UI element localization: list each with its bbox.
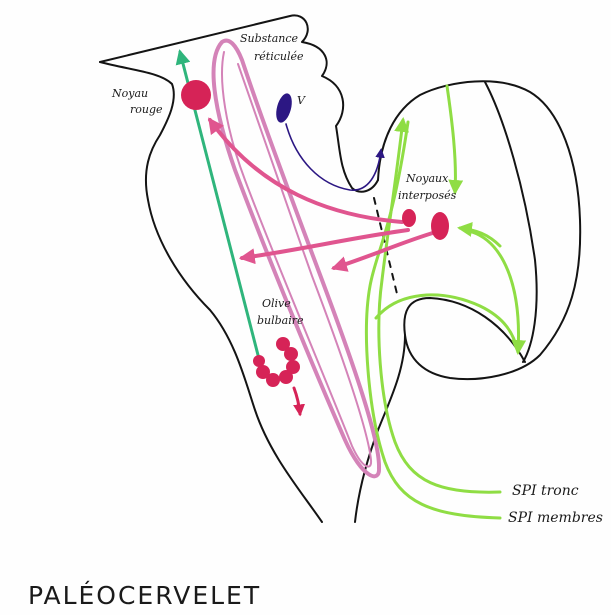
red-nucleus [181,80,211,110]
trigeminal-nucleus [273,92,294,125]
olive-lobule [279,370,293,384]
label-noyaux-interposes-line2: interposés [398,189,457,202]
interposed-nucleus-large [431,212,449,240]
olive-lobule [284,347,298,361]
trigeminal-arrow [286,124,381,190]
label-trigeminal: V [297,94,306,107]
diagram-title: PALÉOCERVELET [28,581,261,610]
olive-lobule [253,355,265,367]
label-noyau-rouge-line1: Noyau [111,87,148,100]
label-spi-membres: SPI membres [508,510,603,526]
olive-descending-arrow [294,388,300,414]
olive-lobule [256,365,270,379]
interposed-nucleus-small [402,209,416,227]
pink-arrow-to-red-nucleus [210,120,402,222]
inferior-olive [253,337,300,387]
label-noyaux-interposes-line1: Noyaux [405,172,449,185]
lime-inner-pocket-tract [376,295,518,352]
cerebellum-inner-pocket-outline [404,298,525,362]
vermis-line [485,82,537,362]
label-olive-bulbaire-line1: Olive [262,297,291,310]
label-olive-bulbaire-line2: bulbaire [257,314,304,327]
label-substance-reticulee-line2: réticulée [254,50,304,63]
label-noyau-rouge-line2: rouge [130,103,163,116]
label-spi-tronc: SPI tronc [512,483,579,499]
label-substance-reticulee-line1: Substance [240,32,299,45]
